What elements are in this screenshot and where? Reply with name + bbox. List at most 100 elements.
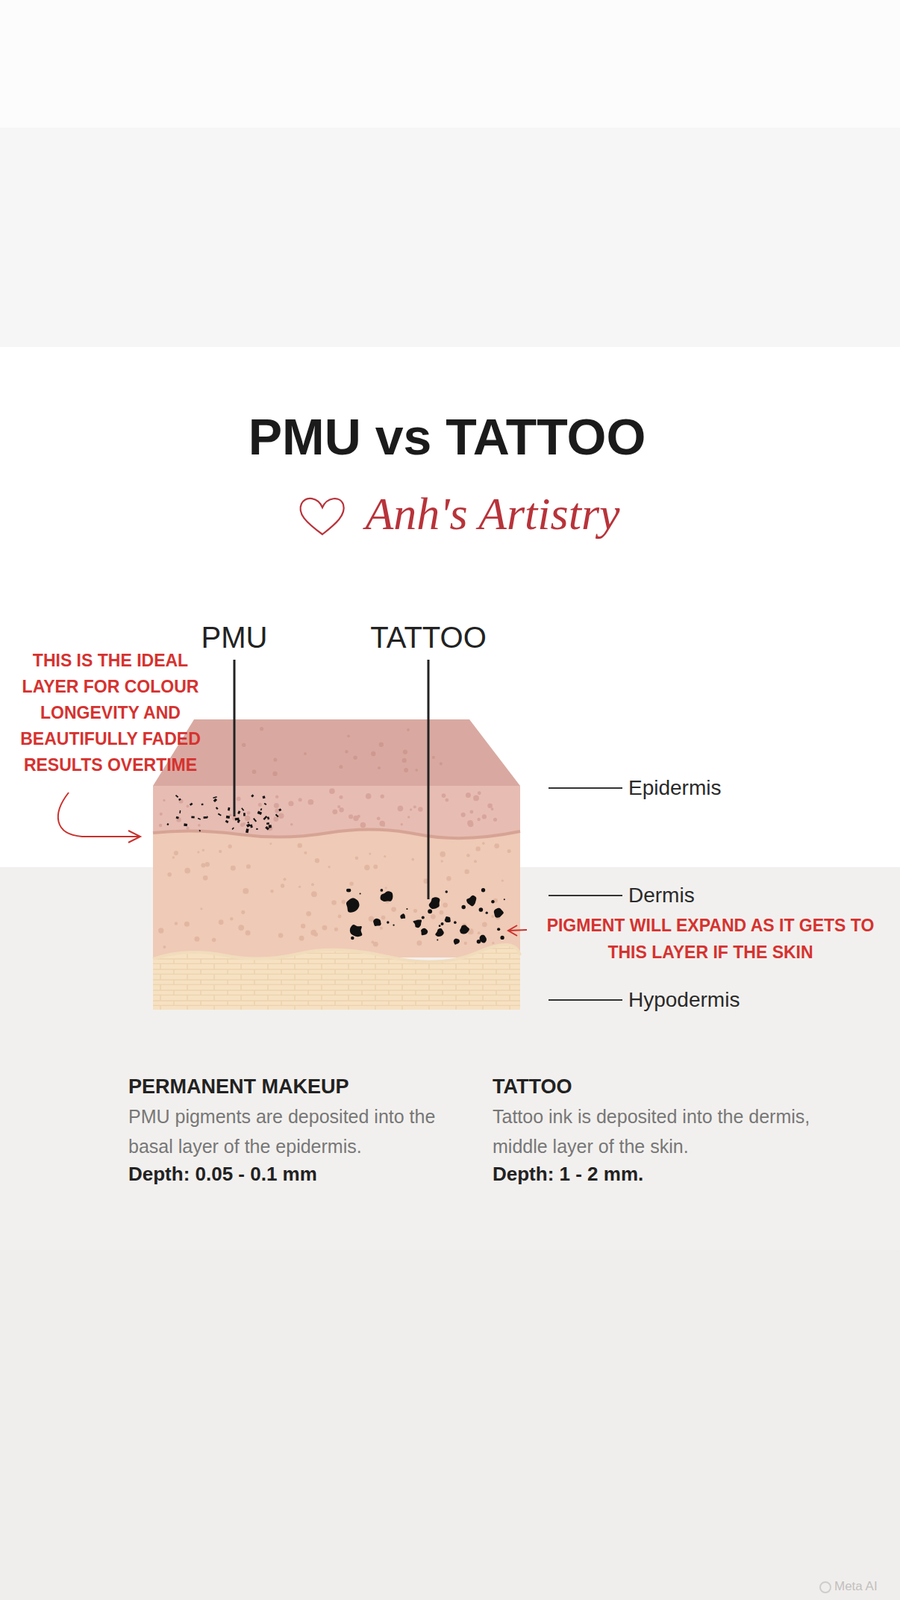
skin-texture-dot: [299, 935, 305, 942]
skin-texture-dot: [290, 823, 294, 827]
skin-texture-dot: [364, 864, 370, 871]
skin-texture-dot: [413, 805, 417, 809]
skin-texture-dot: [464, 869, 469, 874]
pmu-pigment: [197, 817, 201, 821]
skin-block: [152, 719, 521, 1010]
skin-texture-dot: [229, 917, 233, 921]
skin-texture-dot: [303, 851, 307, 855]
tattoo-ink: [412, 919, 422, 928]
skin-texture-dot: [379, 926, 383, 930]
watermark: Meta AI: [834, 1578, 898, 1595]
background-band: [0, 127, 900, 348]
layer-label: Dermis: [628, 882, 853, 909]
pmu-pigment: [264, 802, 268, 806]
pmu-pigment: [215, 806, 219, 810]
arrowhead: [128, 830, 141, 843]
tattoo-ink: [485, 911, 489, 914]
tattoo-ink: [445, 890, 448, 893]
tattoo-ink: [435, 928, 445, 937]
tattoo-ink: [459, 924, 470, 934]
skin-texture-dot: [259, 726, 264, 731]
skin-texture-dot: [202, 849, 205, 852]
skin-texture-dot: [230, 865, 236, 871]
skin-texture-dot: [487, 803, 493, 809]
hypodermis-layer: [152, 944, 521, 1010]
tattoo-ink: [350, 924, 362, 937]
skin-texture-dot: [278, 932, 284, 939]
skin-texture-dot: [470, 810, 474, 815]
skin-texture-dot: [379, 741, 384, 747]
skin-texture-dot: [341, 900, 346, 905]
skin-texture-dot: [381, 915, 386, 921]
skin-texture-dot: [494, 843, 500, 849]
skin-texture-dot: [327, 865, 330, 868]
skin-texture-dot: [507, 849, 512, 853]
skin-texture-dot: [466, 853, 471, 858]
skin-texture-dot: [465, 792, 471, 798]
skin-texture-dot: [184, 921, 190, 927]
column-label: TATTOO: [346, 619, 511, 656]
pmu-pigment: [189, 802, 194, 806]
pmu-pigment: [183, 823, 188, 827]
pmu-pigment: [217, 813, 222, 817]
skin-texture-dot: [269, 842, 272, 845]
skin-texture-dot: [211, 938, 217, 943]
skin-texture-dot: [272, 770, 277, 776]
pmu-pigment: [250, 794, 254, 798]
skin-texture-dot: [303, 752, 307, 756]
leader-line: [548, 787, 623, 789]
skin-texture-dot: [430, 914, 436, 920]
skin-texture-dot: [461, 812, 466, 818]
skin-texture-dot: [477, 791, 482, 795]
background-band: [0, 1250, 900, 1600]
skin-texture-dot: [338, 807, 344, 812]
skin-texture-dot: [357, 814, 361, 818]
skin-texture-dot: [298, 797, 303, 802]
skin-texture-dot: [247, 811, 251, 815]
skin-texture-dot: [275, 794, 279, 798]
callout-arrow: [58, 792, 139, 837]
tattoo-ink: [379, 923, 381, 925]
skin-texture-dot: [441, 793, 447, 798]
tattoo-ink: [500, 935, 504, 940]
tattoo-ink: [481, 888, 486, 892]
arrowhead: [508, 925, 518, 936]
dermis-layer: [152, 829, 521, 958]
skin-texture-dot: [174, 921, 179, 926]
skin-texture-dot: [446, 876, 451, 881]
pmu-pigment: [212, 796, 218, 799]
skin-texture-dot: [344, 750, 349, 754]
skin-texture-dot: [473, 859, 477, 863]
tattoo-ink: [380, 891, 394, 902]
tattoo-ink: [400, 913, 406, 919]
skin-texture-dot: [297, 843, 302, 848]
tattoo-ink: [503, 898, 506, 900]
skin-texture-dot: [238, 924, 245, 931]
skin-texture-dot: [202, 875, 209, 881]
pmu-pigment: [275, 814, 280, 818]
pmu-pigment: [268, 824, 272, 828]
tattoo-ink: [427, 908, 433, 914]
watermark-icon: [820, 1582, 831, 1593]
pmu-pigment: [262, 795, 266, 799]
tattoo-ink: [420, 928, 428, 936]
skin-texture-dot: [218, 850, 222, 853]
skin-texture-dot: [158, 823, 162, 827]
skin-texture-dot: [373, 941, 379, 948]
skin-texture-dot: [491, 941, 495, 945]
skin-texture-dot: [414, 768, 418, 772]
skin-texture-dot: [432, 755, 436, 759]
pmu-pigment: [250, 824, 253, 829]
skin-texture-dot: [444, 798, 449, 803]
layer-label: Hypodermis: [628, 986, 853, 1014]
tattoo-ink: [347, 888, 352, 893]
tattoo-ink: [421, 915, 425, 919]
skin-texture-dot: [441, 859, 444, 862]
skin-texture-dot: [218, 919, 224, 925]
skin-texture-dot: [200, 862, 206, 868]
pmu-pigment: [266, 822, 270, 825]
skin-texture-dot: [270, 889, 274, 893]
pmu-pigment: [227, 807, 230, 812]
tattoo-ink: [373, 918, 381, 927]
